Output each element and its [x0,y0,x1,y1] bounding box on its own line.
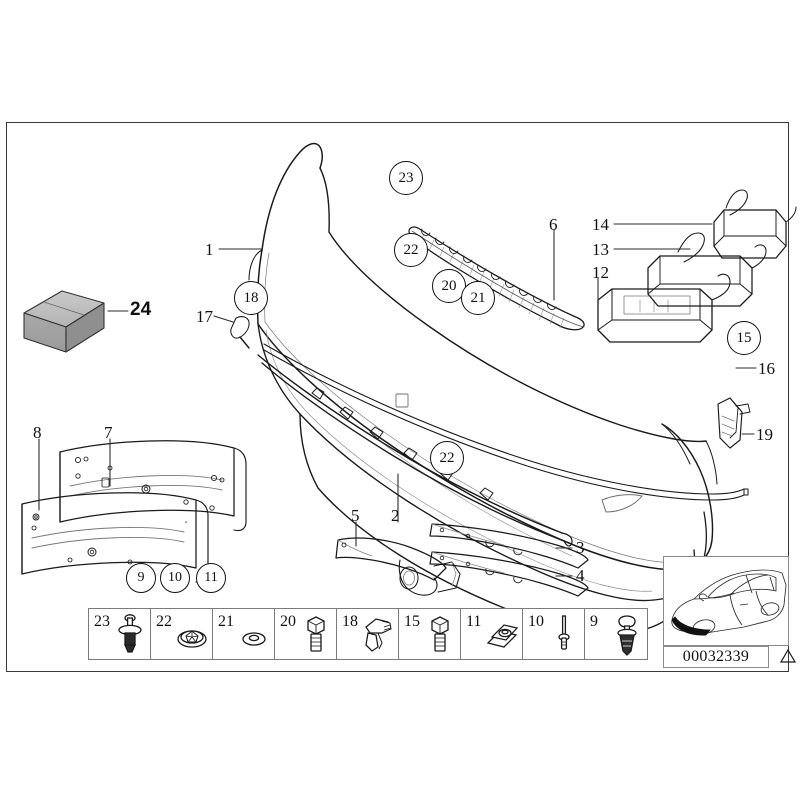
legend-cell-18: 18 [337,609,399,659]
revision-triangle-icon [780,648,796,663]
callout-13: 13 [592,240,609,259]
bubble-22-upper: 22 [394,233,428,267]
legend-number: 10 [528,613,544,630]
bubble-9: 9 [126,563,156,593]
legend-number: 15 [404,613,420,630]
hex-bolt-icon [431,616,449,652]
callout-14: 14 [592,215,609,234]
legend-cell-11: 11 [461,609,523,659]
highlighted-front-bumper [671,616,711,636]
legend-cell-9: 9 [585,609,647,659]
legend-cell-21: 21 [213,609,275,659]
callout-7: 7 [104,423,113,442]
callout-3: 3 [576,538,585,557]
hardware-legend-table: 23 22 [88,608,648,660]
callout-19: 19 [756,425,773,444]
hex-bolt-icon [307,616,325,652]
vehicle-location-thumbnail [663,556,789,646]
callout-6: 6 [549,215,558,234]
bubble-20: 20 [432,269,466,303]
expanding-nut-icon [177,630,207,648]
callout-12: 12 [592,263,609,282]
legend-number: 22 [156,613,172,630]
callout-1: 1 [205,240,214,259]
sheet-number-group: 358068 [640,646,796,672]
callout-2: 2 [391,506,400,525]
callout-5: 5 [351,506,360,525]
legend-cell-15: 15 [399,609,461,659]
pin-rivet-icon [558,615,570,650]
callout-4: 4 [576,566,585,585]
legend-cell-23: 23 [89,609,151,659]
legend-number: 23 [94,613,110,630]
callout-8: 8 [33,423,42,442]
spring-clip-icon [365,618,392,652]
bubble-10: 10 [160,563,190,593]
legend-cell-22: 22 [151,609,213,659]
legend-cell-20: 20 [275,609,337,659]
callout-24: 24 [130,299,152,320]
push-rivet-icon [118,614,142,653]
legend-cell-10: 10 [523,609,585,659]
legend-number: 18 [342,613,358,630]
legend-number: 11 [466,613,482,630]
bubble-18: 18 [234,281,268,315]
callout-16: 16 [758,359,775,378]
callout-17: 17 [196,307,213,326]
legend-number: 21 [218,613,234,630]
diagram-id-box: 00032339 [663,646,769,668]
bubble-21: 21 [461,281,495,315]
washer-icon [242,632,266,646]
bubble-22-lower: 22 [430,441,464,475]
cage-nut-icon [486,624,519,648]
legend-number: 9 [590,613,598,630]
bubble-15: 15 [727,321,761,355]
bubble-23-top: 23 [389,161,423,195]
bubble-11: 11 [196,563,226,593]
vehicle-outline-icon [671,569,787,636]
plastic-expansion-rivet-icon [617,615,637,656]
legend-number: 20 [280,613,296,630]
